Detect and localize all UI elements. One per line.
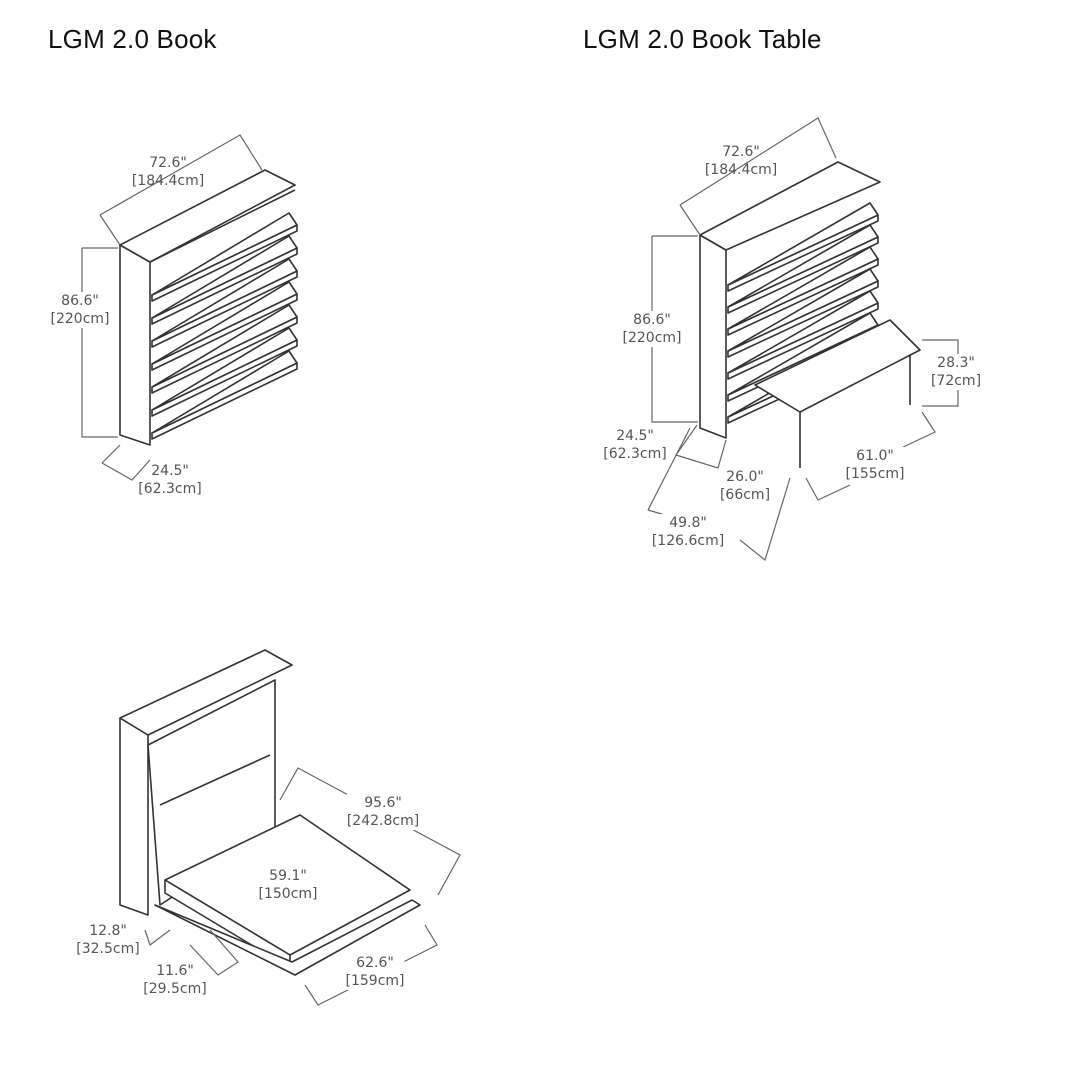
title-book-table: LGM 2.0 Book Table (583, 24, 822, 54)
bed-drawing (119, 649, 461, 1006)
bed-width-label: 62.6"[159cm] (345, 954, 405, 990)
bed-open-depth-label: 95.6"[242.8cm] (346, 794, 420, 830)
book-width-label: 72.6"[184.4cm] (131, 155, 205, 189)
table-top-height-label: 28.3"[72cm] (930, 354, 982, 390)
table-width-label: 72.6"[184.4cm] (704, 144, 778, 178)
table-total-depth-label: 49.8"[126.6cm] (651, 514, 725, 550)
table-cabinet-depth-label: 24.5"[62.3cm] (603, 427, 667, 463)
bed-mattress-width-label: 59.1"[150cm] (258, 868, 318, 902)
bed-foot-depth-label: 11.6"[29.5cm] (143, 963, 207, 997)
table-height-label: 86.6"[220cm] (622, 311, 682, 347)
title-book: LGM 2.0 Book (48, 24, 217, 54)
book-drawing (81, 134, 298, 481)
book-height-label: 86.6"[220cm] (50, 292, 110, 328)
table-depth-label: 26.0"[66cm] (719, 469, 771, 503)
book-depth-label: 24.5"[62.3cm] (138, 463, 202, 497)
book-table-drawing (647, 117, 959, 562)
table-length-label: 61.0"[155cm] (845, 447, 905, 483)
bed-leg-depth-label: 12.8"[32.5cm] (76, 923, 140, 957)
